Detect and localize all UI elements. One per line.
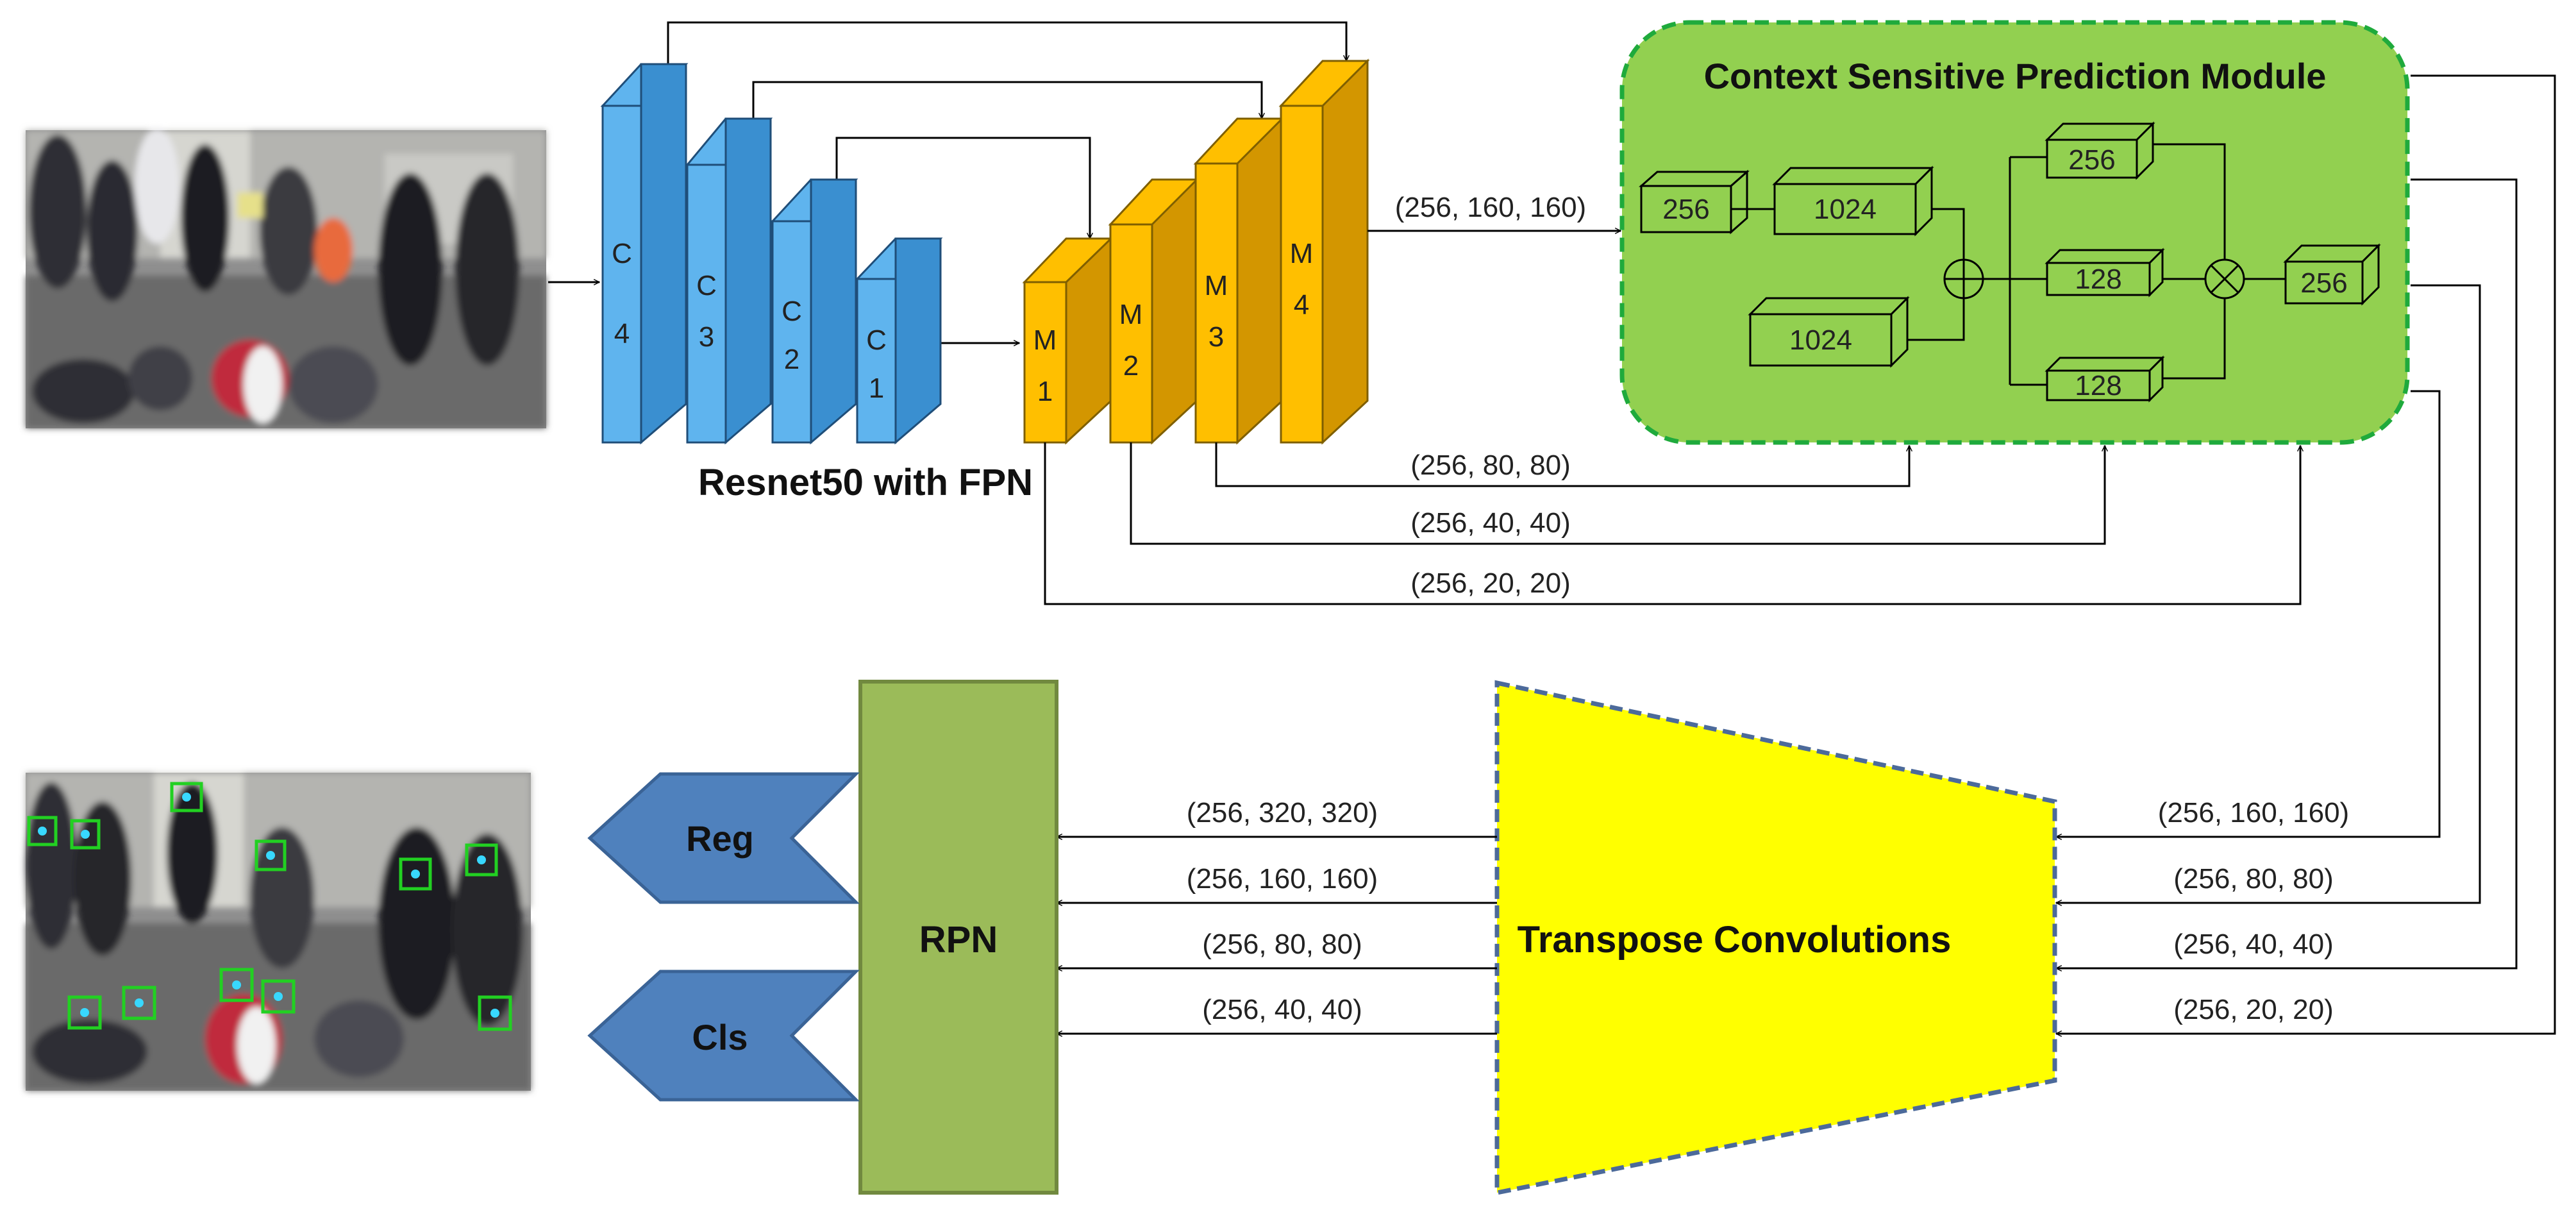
m2-label-index: 2 <box>1123 350 1139 382</box>
m4-label-index: 4 <box>1294 289 1309 321</box>
csp-box-128-bottom: 128 <box>2045 355 2165 403</box>
c2-block: C 2 <box>770 178 858 445</box>
elementwise-sum-icon <box>1943 258 1984 299</box>
transpose-out-1: (256, 320, 320) <box>1187 797 1378 828</box>
c1-label-letter: C <box>866 324 887 356</box>
csp-out-40-wire <box>2056 178 2518 968</box>
m1-to-csp-arrow <box>1044 442 2300 605</box>
transpose-in-4: (256, 20, 20) <box>2173 994 2334 1025</box>
transpose-convolutions-block: Transpose Convolutions <box>1494 680 2057 1196</box>
c3-label-letter: C <box>696 270 717 301</box>
svg-text:128: 128 <box>2075 264 2121 295</box>
csp-box-1024-bottom: 1024 <box>1748 296 1910 368</box>
fpn-to-csp-wires: (256, 160, 160) (256, 80, 80) (256, 40, … <box>1044 192 2300 605</box>
m4-block: M 4 <box>1278 58 1370 445</box>
resnet-blocks: C 4 C 3 C 2 C 1 <box>600 63 943 445</box>
rpn-block: RPN <box>858 680 1058 1195</box>
m4-out-dim: (256, 160, 160) <box>1395 192 1586 223</box>
csp-module: Context Sensitive Prediction Module 256 … <box>1619 20 2410 445</box>
transpose-to-rpn-wires: (256, 320, 320) (256, 160, 160) (256, 80… <box>1057 797 1497 1034</box>
svg-text:1024: 1024 <box>1814 194 1877 225</box>
c2-label-index: 2 <box>784 344 799 375</box>
svg-text:1024: 1024 <box>1789 324 1852 356</box>
input-image <box>26 128 546 428</box>
transpose-out-4: (256, 40, 40) <box>1202 994 1362 1025</box>
c4-label-letter: C <box>612 238 632 269</box>
m3-label-index: 3 <box>1209 321 1224 353</box>
csp-out-80-wire <box>2056 284 2481 903</box>
c2-label-letter: C <box>782 296 802 327</box>
csp-box-128-middle: 128 <box>2045 248 2165 298</box>
m3-label-letter: M <box>1205 270 1228 301</box>
m1-block: M 1 <box>1022 236 1114 445</box>
reg-label: Reg <box>686 818 754 859</box>
csp-box-256-output: 256 <box>2283 243 2381 306</box>
m2-block: M 2 <box>1108 177 1200 445</box>
svg-text:256: 256 <box>1662 194 1709 225</box>
m3-block: M 3 <box>1193 116 1285 445</box>
m1-label-letter: M <box>1033 324 1057 356</box>
backbone-caption: Resnet50 with FPN <box>698 462 1033 503</box>
reg-head: Reg <box>587 772 860 904</box>
csp-box-256-branch: 256 <box>2045 121 2155 180</box>
m2-label-letter: M <box>1119 299 1143 330</box>
c3-block: C 3 <box>685 117 773 445</box>
c3-label-index: 3 <box>699 321 714 353</box>
transpose-out-2: (256, 160, 160) <box>1187 863 1378 895</box>
m1-label-index: 1 <box>1037 376 1053 407</box>
m2-to-csp-arrow <box>1130 442 2105 545</box>
c1-label-index: 1 <box>869 373 884 404</box>
c1-block: C 1 <box>855 237 943 445</box>
csp-to-transpose-wires: (256, 160, 160) (256, 80, 80) (256, 40, … <box>2056 74 2556 1034</box>
cls-label: Cls <box>692 1017 748 1057</box>
csp-title: Context Sensitive Prediction Module <box>1704 56 2327 96</box>
svg-text:128: 128 <box>2075 370 2121 401</box>
fpn-blocks: M 1 M 2 M 3 M 4 <box>1022 58 1370 445</box>
svg-text:256: 256 <box>2300 267 2347 299</box>
output-image <box>26 773 531 1091</box>
c4-block: C 4 <box>600 63 689 445</box>
cls-head: Cls <box>587 970 860 1102</box>
c3-to-m3-connector <box>752 81 1262 119</box>
transpose-out-3: (256, 80, 80) <box>1202 929 1362 960</box>
c4-label-index: 4 <box>614 318 630 349</box>
transpose-title: Transpose Convolutions <box>1518 919 1952 961</box>
transpose-in-3: (256, 40, 40) <box>2173 929 2334 960</box>
csp-box-256-input: 256 <box>1639 169 1750 235</box>
csp-box-1024-top: 1024 <box>1772 165 1934 237</box>
transpose-in-1: (256, 160, 160) <box>2158 797 2349 828</box>
m3-to-csp-arrow <box>1215 442 1909 487</box>
rpn-label: RPN <box>919 919 998 961</box>
m1-out-dim: (256, 20, 20) <box>1410 567 1571 599</box>
m4-label-letter: M <box>1290 238 1314 269</box>
transpose-in-2: (256, 80, 80) <box>2173 863 2334 895</box>
csp-out-160-wire <box>2056 390 2441 837</box>
svg-text:256: 256 <box>2068 144 2115 176</box>
c4-to-m4-connector <box>667 21 1346 64</box>
c2-to-m2-connector <box>835 137 1090 239</box>
csp-out-20-wire <box>2056 74 2556 1034</box>
m3-out-dim: (256, 80, 80) <box>1410 450 1571 481</box>
m2-out-dim: (256, 40, 40) <box>1410 507 1571 539</box>
